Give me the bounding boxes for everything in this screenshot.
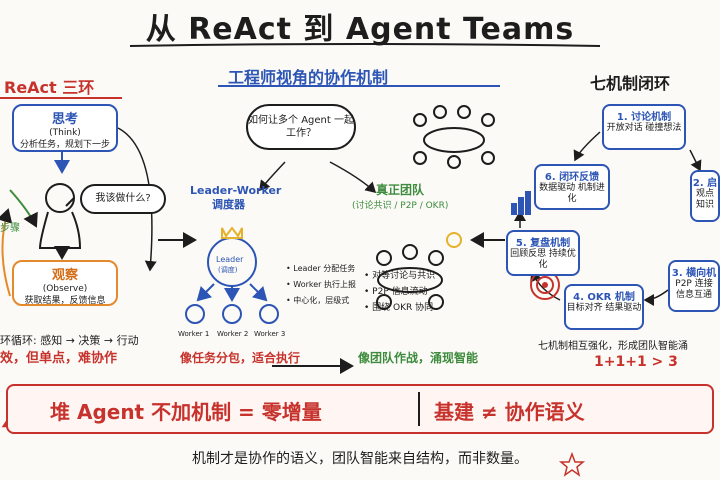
observe-desc: 获取结果，反馈信息 [24, 296, 106, 306]
mechanism-1-desc: 开放对话 碰撞想法 [606, 123, 682, 133]
leader-worker-hierarchy [185, 226, 279, 324]
observe-title: 观察 [51, 268, 78, 283]
lw-verdict: 像任务分包，适合执行 [180, 351, 301, 365]
team-point-2: • P2P 信息流动 [364, 287, 428, 297]
think-box: 思考 (Think) 分析任务，规划下一步 [12, 104, 118, 152]
section-react: ReAct 三环 [4, 78, 95, 97]
mechanism-3-desc: P2P 连接 信息互通 [675, 279, 713, 300]
mechanism-2-title: 2. 启 [692, 178, 718, 189]
section-perspective: 工程师视角的协作机制 [228, 68, 389, 87]
loop-text: 环循环: 感知 → 决策 → 行动 [0, 334, 139, 347]
team-title: 真正团队 [376, 183, 425, 197]
lw-title: Leader-Worker [190, 184, 282, 197]
team-verdict: 像团队作战，涌现智能 [358, 351, 479, 365]
team-discussion-figure [376, 232, 462, 310]
mechanism-2-desc: 观点 知识 [695, 189, 714, 210]
round-table-meeting-figure [413, 105, 495, 169]
mechanism-4-desc: 目标对齐 结果驱动 [566, 303, 642, 313]
mechanism-5-desc: 回顾反思 持续优化 [510, 249, 576, 270]
mechanism-6: 6. 闭环反馈 数据驱动 机制进化 [534, 164, 610, 210]
lw-subtitle: 调度器 [212, 198, 245, 211]
thinking-person-figure [38, 183, 82, 249]
bar-chart-icon [511, 191, 531, 215]
lw-point-1: • Leader 分配任务 [286, 264, 356, 273]
worker-3: Worker 3 [254, 330, 286, 338]
react-verdict: 效，但单点，难协作 [0, 351, 118, 366]
think-title: 思考 [51, 112, 78, 127]
lw-point-3: • 中心化，层级式 [286, 296, 350, 305]
team-point-1: • 对等讨论与共识 [364, 271, 436, 281]
formula: 1+1+1 > 3 [594, 354, 678, 370]
lw-point-2: • Worker 执行上报 [286, 280, 356, 289]
team-subtitle: (讨论共识 / P2P / OKR) [352, 201, 449, 211]
mechanism-1: 1. 讨论机制 开放对话 碰撞想法 [602, 104, 686, 150]
leader-label: Leader [216, 255, 244, 264]
left-partial-label: 步骤 [0, 223, 20, 234]
mechanism-4: 4. OKR 机制 目标对齐 结果驱动 [564, 284, 644, 330]
banner-divider [418, 392, 420, 426]
mechanism-2: 2. 启 观点 知识 [690, 170, 720, 222]
question-bubble: 我该做什么? [80, 184, 166, 214]
banner-left: 堆 Agent 不加机制 = 零增量 [50, 400, 322, 424]
worker-1: Worker 1 [178, 330, 210, 338]
mechanism-5-title: 5. 复盘机制 [515, 238, 571, 249]
banner-right: 基建 ≠ 协作语义 [434, 400, 585, 424]
seven-footer: 七机制相互强化，形成团队智能涌 [538, 341, 688, 352]
mechanism-1-title: 1. 讨论机制 [616, 112, 672, 123]
mechanism-6-title: 6. 闭环反馈 [544, 172, 600, 183]
mechanism-3-title: 3. 横向机 [671, 268, 717, 279]
mechanism-3: 3. 横向机 P2P 连接 信息互通 [668, 260, 720, 312]
section-seven: 七机制闭环 [590, 74, 671, 93]
worker-2: Worker 2 [217, 330, 249, 338]
think-en: (Think) [49, 128, 81, 138]
mechanism-5: 5. 复盘机制 回顾反思 持续优化 [506, 230, 580, 276]
think-desc: 分析任务，规划下一步 [19, 140, 110, 150]
mechanism-6-desc: 数据驱动 机制进化 [539, 183, 605, 204]
page-title: 从 ReAct 到 Agent Teams [145, 12, 575, 47]
team-point-3: • 围绕 OKR 协同 [364, 303, 434, 313]
mechanism-4-title: 4. OKR 机制 [573, 292, 635, 303]
star-icon [558, 451, 586, 477]
leader-sub: (调度) [218, 266, 238, 274]
observe-box: 观察 (Observe) 获取结果，反馈信息 [12, 260, 118, 306]
react-loop-arrow [117, 127, 157, 272]
observe-en: (Observe) [42, 284, 88, 294]
warning-banner: 堆 Agent 不加机制 = 零增量 基建 ≠ 协作语义 [6, 384, 714, 434]
collab-question-cloud: 如何让多个 Agent 一起工作？ [246, 104, 356, 150]
bottom-statement: 机制才是协作的语义，团队智能来自结构，而非数量。 [192, 451, 528, 467]
